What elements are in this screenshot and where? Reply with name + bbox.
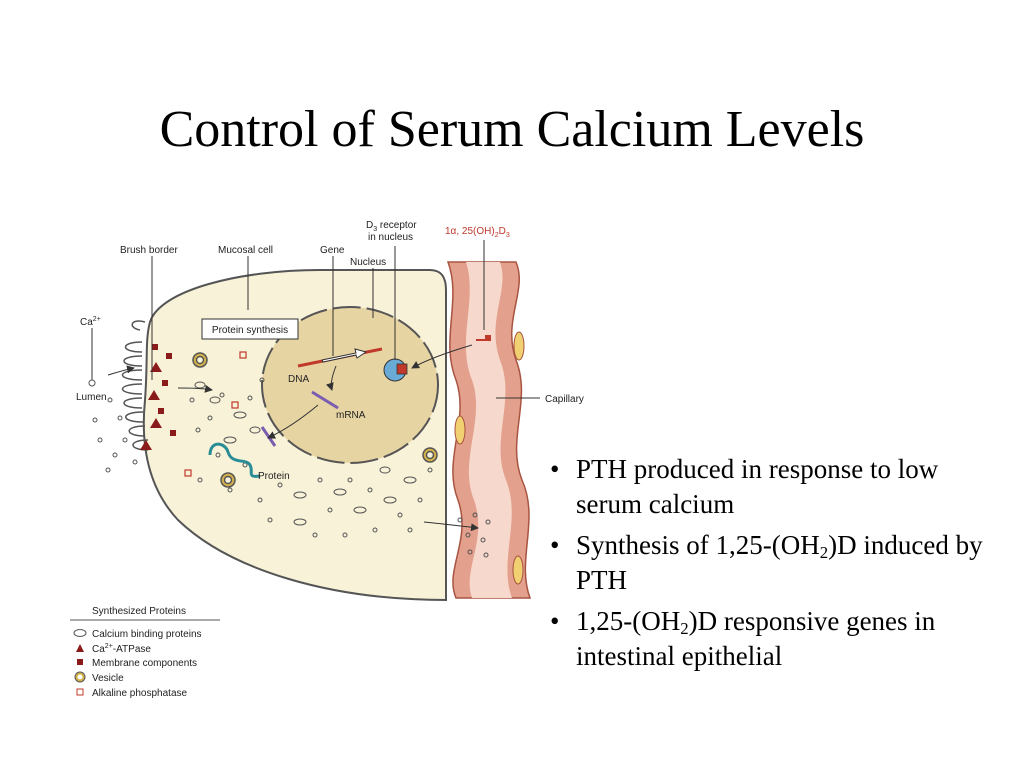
transcription-arrow xyxy=(321,348,368,363)
label-protein: Protein xyxy=(258,471,290,482)
alkaline-phosphatase xyxy=(184,351,247,477)
lumen-calcium xyxy=(88,379,491,558)
label-capillary: Capillary xyxy=(545,394,584,405)
endothelial-nucleus xyxy=(513,331,525,361)
label-lumen: Lumen xyxy=(76,392,107,403)
label-leaders xyxy=(91,240,540,399)
legend-item: Calcium binding proteins xyxy=(92,629,202,640)
hormone-in-capillary xyxy=(476,335,491,341)
label-d3-receptor: D3 receptor xyxy=(366,220,417,233)
protein-synthesis-box xyxy=(201,318,299,340)
label-dna: DNA xyxy=(288,374,309,385)
legend-square-icon xyxy=(77,659,83,665)
legend-open-square-icon xyxy=(76,688,84,696)
vesicles xyxy=(192,352,438,488)
capillary xyxy=(446,261,532,599)
legend: Synthesized Proteins Calcium binding pro… xyxy=(70,606,220,699)
nucleus xyxy=(261,306,439,464)
slide-title: Control of Serum Calcium Levels xyxy=(159,101,865,158)
label-hormone: 1α, 25(OH)2D3 xyxy=(445,226,510,239)
legend-triangle-icon xyxy=(76,644,84,652)
bullet-list: •PTH produced in response to low serum c… xyxy=(548,452,1008,680)
mrna-strand xyxy=(311,390,339,410)
bound-hormone xyxy=(396,363,408,375)
pathway-arrows xyxy=(107,344,479,532)
protein-chain xyxy=(208,442,261,478)
legend-title: Synthesized Proteins xyxy=(92,606,186,617)
legend-ellipse-icon xyxy=(73,629,87,637)
bullet-item: •PTH produced in response to low serum c… xyxy=(550,454,939,519)
label-brush-border: Brush border xyxy=(120,245,178,256)
endothelial-nucleus xyxy=(512,555,524,585)
endothelial-nucleus xyxy=(454,415,466,445)
legend-item: Membrane components xyxy=(92,658,197,669)
bullet-item: •Synthesis of 1,25-(OH2)D induced by PTH xyxy=(550,530,983,595)
label-mucosal-cell: Mucosal cell xyxy=(218,245,273,256)
cytoplasm-particles xyxy=(189,377,433,538)
protein-synthesis-label: Protein synthesis xyxy=(212,325,288,336)
label-mrna: mRNA xyxy=(336,410,366,421)
calcium-cell-diagram: Protein synthesis xyxy=(70,220,584,699)
brush-border-proteins xyxy=(140,344,176,450)
legend-item: Vesicle xyxy=(92,673,124,684)
legend-item: Ca2+-ATPase xyxy=(92,643,151,655)
brush-border xyxy=(121,320,149,451)
legend-item: Alkaline phosphatase xyxy=(92,688,188,699)
label-d3-receptor-line2: in nucleus xyxy=(368,232,413,243)
capillary-lumen xyxy=(465,262,512,598)
label-nucleus: Nucleus xyxy=(350,257,386,268)
label-calcium: Ca2+ xyxy=(80,316,101,328)
label-gene: Gene xyxy=(320,245,345,256)
bullet-item: •1,25-(OH2)D responsive genes in intesti… xyxy=(550,606,936,671)
